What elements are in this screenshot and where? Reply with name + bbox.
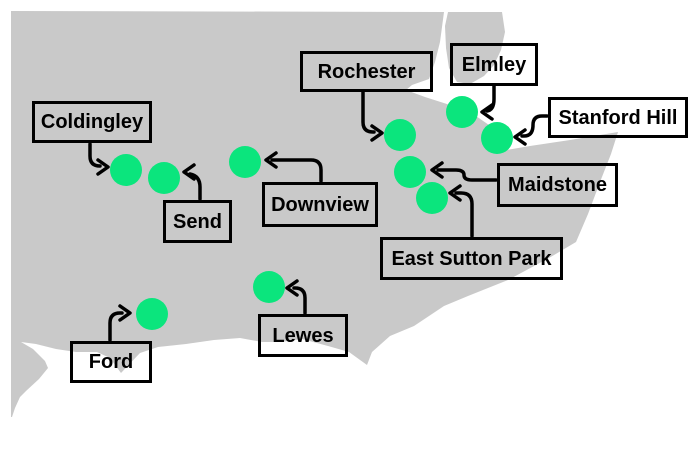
maidstone-arrow	[430, 161, 498, 182]
coldingley-arrow	[88, 142, 110, 176]
rochester-label: Rochester	[300, 51, 433, 92]
downview-marker-dot	[229, 146, 261, 178]
send-arrow	[182, 163, 202, 201]
stanford-hill-arrow	[513, 114, 549, 146]
lewes-label: Lewes	[258, 314, 348, 357]
rochester-marker-dot	[384, 119, 416, 151]
maidstone-label: Maidstone	[497, 163, 618, 207]
coldingley-marker-dot	[110, 154, 142, 186]
elmley-arrow	[480, 84, 496, 121]
stanford-hill-label: Stanford Hill	[548, 97, 688, 138]
send-marker-dot	[148, 162, 180, 194]
east-sutton-park-arrow	[448, 184, 474, 238]
rochester-arrow	[361, 90, 384, 142]
elmley-marker-dot	[446, 96, 478, 128]
east-sutton-park-label: East Sutton Park	[380, 237, 563, 280]
downview-label: Downview	[262, 182, 378, 227]
ford-marker-dot	[136, 298, 168, 330]
ford-label: Ford	[70, 341, 152, 383]
lewes-arrow	[285, 279, 307, 315]
stanford-hill-marker-dot	[481, 122, 513, 154]
send-label: Send	[163, 200, 232, 243]
downview-arrow	[264, 151, 323, 183]
lewes-marker-dot	[253, 271, 285, 303]
ford-arrow	[108, 304, 132, 342]
coldingley-label: Coldingley	[32, 101, 152, 143]
east-sutton-park-marker-dot	[416, 182, 448, 214]
elmley-label: Elmley	[450, 43, 538, 86]
map-estuary-spur	[445, 12, 505, 84]
maidstone-marker-dot	[394, 156, 426, 188]
